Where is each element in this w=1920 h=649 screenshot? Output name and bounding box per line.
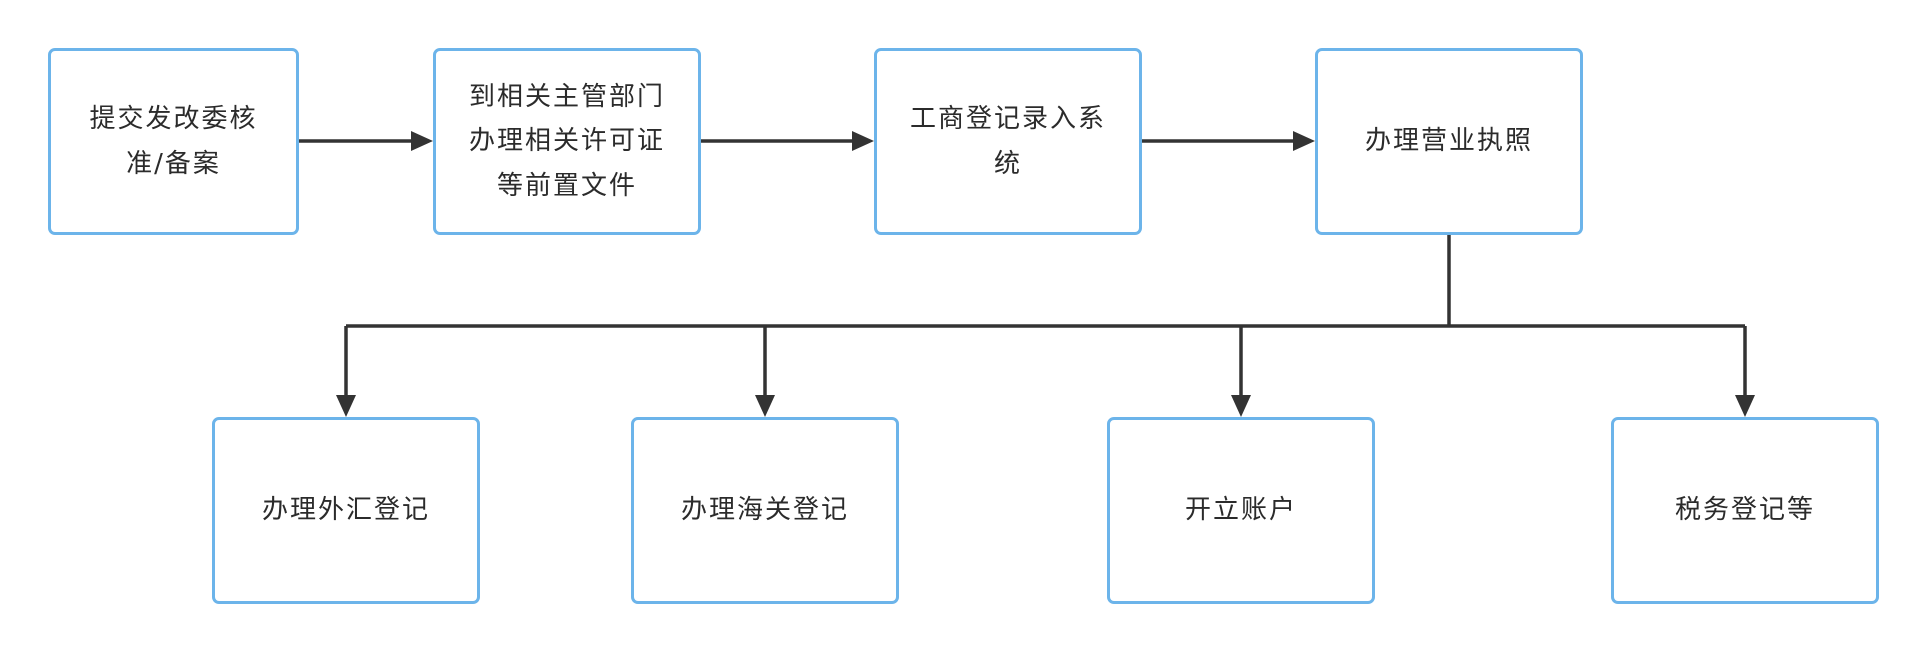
node-label: 办理海关登记: [680, 495, 849, 526]
node-label: 办理营业执照: [1364, 126, 1533, 157]
arrowhead-forex: [336, 395, 356, 417]
arrowhead-permits: [411, 131, 433, 151]
node-label: 税务登记等: [1674, 495, 1815, 526]
arrowhead-customs: [755, 395, 775, 417]
node-tax-registration: 税务登记等: [1611, 417, 1879, 604]
node-open-account: 开立账户: [1107, 417, 1375, 604]
node-business-license: 办理营业执照: [1315, 48, 1583, 235]
arrowhead-license: [1293, 131, 1315, 151]
node-permits: 到相关主管部门办理相关许可证等前置文件: [433, 48, 701, 235]
arrowhead-account: [1231, 395, 1251, 417]
node-label: 开立账户: [1184, 495, 1297, 526]
node-forex-registration: 办理外汇登记: [212, 417, 480, 604]
arrowhead-tax: [1735, 395, 1755, 417]
node-label: 提交发改委核准/备案: [89, 104, 258, 179]
node-customs-registration: 办理海关登记: [631, 417, 899, 604]
arrowhead-entry: [852, 131, 874, 151]
node-label: 办理外汇登记: [261, 495, 430, 526]
node-label: 工商登记录入系统: [909, 104, 1106, 179]
node-registration-entry: 工商登记录入系统: [874, 48, 1142, 235]
node-submit-approval: 提交发改委核准/备案: [48, 48, 299, 235]
node-label: 到相关主管部门办理相关许可证等前置文件: [468, 82, 665, 201]
